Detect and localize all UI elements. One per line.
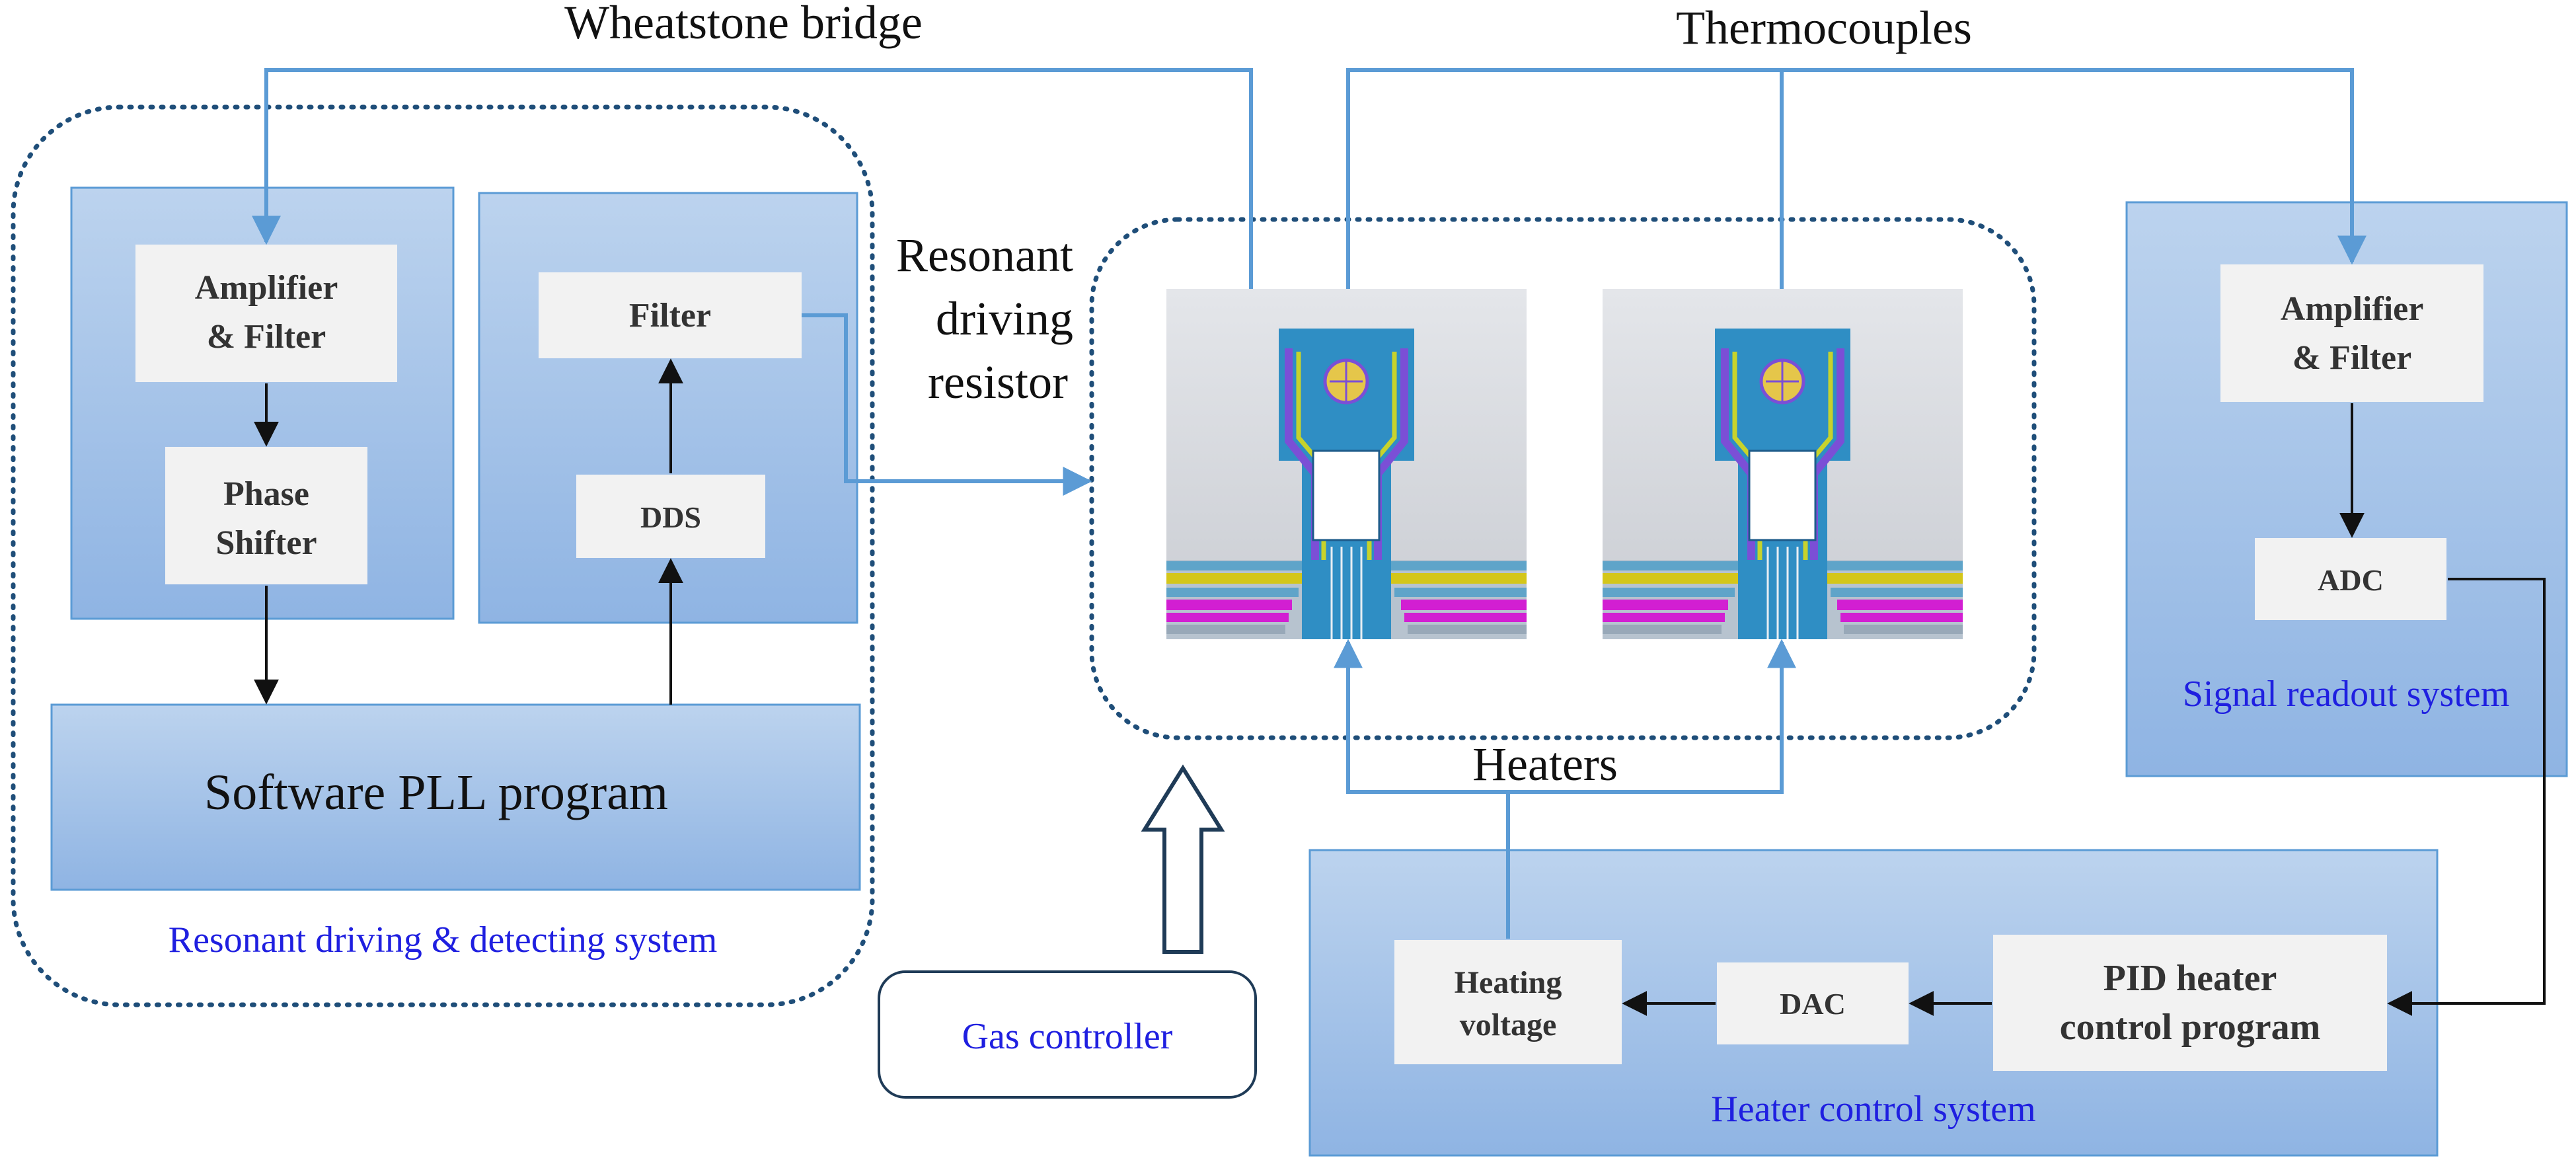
heater-system-caption: Heater control system — [1711, 1089, 2035, 1130]
filter-label: Filter — [629, 297, 711, 334]
heaters-wire-left-chip — [1334, 639, 1510, 939]
sensor-chip-left — [1166, 289, 1527, 639]
dds-box — [576, 475, 765, 558]
heaters-label: Heaters — [1472, 738, 1618, 791]
resonant-system-caption: Resonant driving & detecting system — [169, 920, 718, 960]
filter-to-resistor-wire — [802, 313, 1092, 496]
resonant-resistor-label-1: Resonant — [896, 229, 1073, 282]
readout-amplifier-label-2: & Filter — [2292, 339, 2411, 377]
resonant-resistor-label-3: resistor — [928, 356, 1068, 409]
amplifier-filter-label-2: & Filter — [207, 318, 326, 356]
amplifier-filter-box — [135, 245, 397, 382]
heaters-wire-right-chip — [1508, 639, 1796, 794]
pid-program-box — [1993, 935, 2387, 1071]
dac-label: DAC — [1780, 987, 1846, 1021]
wheatstone-bridge-wire — [252, 68, 1253, 289]
gas-controller-box — [878, 970, 1257, 1099]
sensor-chip-right — [1603, 289, 1963, 639]
pll-panel — [50, 703, 861, 891]
heating-voltage-box — [1394, 940, 1622, 1064]
readout-system-caption: Signal readout system — [2183, 674, 2510, 715]
amplifier-filter-label-1: Amplifier — [195, 269, 338, 307]
readout-amplifier-box — [2220, 264, 2483, 402]
readout-amplifier-label-1: Amplifier — [2281, 290, 2424, 328]
gas-flow-arrow — [1141, 764, 1225, 954]
resonant-resistor-label-2: driving — [936, 292, 1073, 345]
heating-voltage-label-1: Heating — [1455, 965, 1562, 1000]
thermocouples-wire — [1346, 68, 2367, 289]
phase-shifter-label-1: Phase — [223, 475, 309, 513]
adc-label: ADC — [2318, 563, 2384, 597]
phase-shifter-label-2: Shifter — [215, 524, 317, 562]
pll-label: Software PLL program — [204, 765, 668, 820]
dac-box — [1717, 962, 1909, 1044]
resonant-system-boundary — [11, 104, 875, 1007]
wheatstone-bridge-label: Wheatstone bridge — [564, 0, 923, 49]
adc-to-pid-wire — [2387, 578, 2546, 1016]
thermocouples-label: Thermocouples — [1676, 1, 1972, 54]
heating-voltage-label-2: voltage — [1460, 1007, 1557, 1042]
dds-label: DDS — [640, 500, 701, 534]
filter-box — [539, 272, 802, 358]
gas-controller-label: Gas controller — [962, 1016, 1173, 1057]
filter-dds-panel — [478, 192, 858, 624]
phase-shifter-box — [165, 447, 367, 584]
adc-box — [2255, 538, 2446, 620]
pid-program-label-2: control program — [2060, 1007, 2321, 1048]
pid-program-label-1: PID heater — [2103, 958, 2277, 999]
